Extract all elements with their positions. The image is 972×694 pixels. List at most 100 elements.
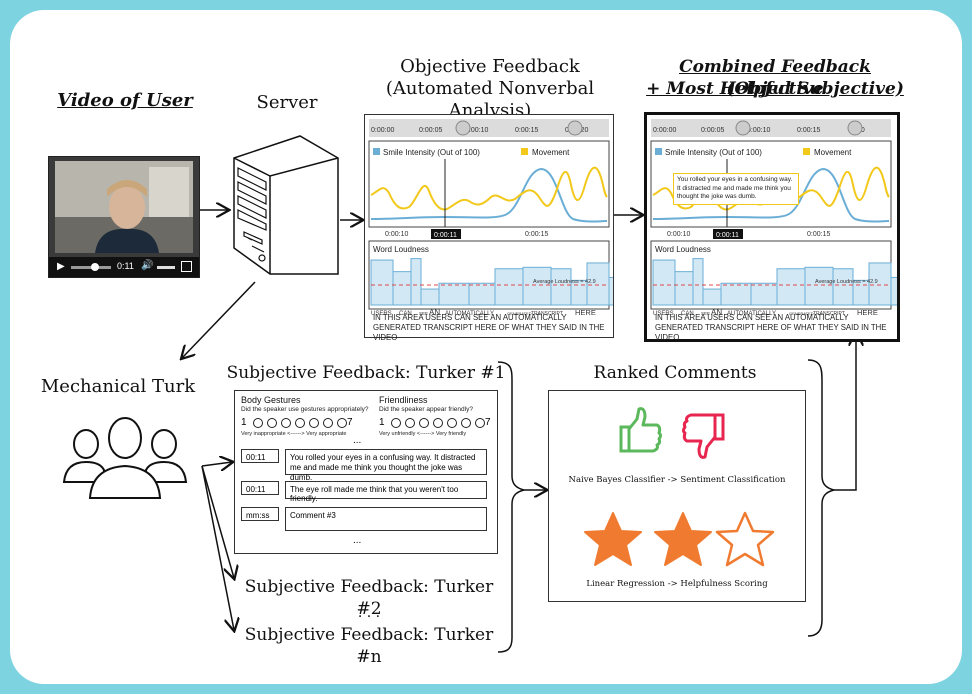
svg-text:GENERATED: GENERATED — [789, 311, 814, 316]
arrows-layer — [10, 10, 962, 653]
timeline-marker — [455, 120, 471, 136]
comment-text[interactable]: The eye roll made me think that you were… — [285, 481, 487, 503]
svg-text:AN: AN — [429, 308, 440, 317]
average-loudness: Average Loudness = 42.9 — [815, 279, 878, 285]
loudness-bar — [804, 266, 834, 306]
survey-scale2-min: 1 — [379, 417, 385, 428]
transcript-row: USERS CAN SEE AN AUTOMATICALLY GENERATED… — [653, 308, 878, 317]
tick-label: 0:00:15 — [797, 127, 820, 134]
radio-option[interactable] — [309, 418, 319, 428]
xaxis-current: 0:00:11 — [716, 232, 739, 239]
loudness-bar — [652, 259, 676, 306]
volume-icon[interactable]: 🔊 — [141, 260, 154, 271]
average-loudness: Average Loudness = 42.9 — [533, 279, 596, 285]
survey-panel: Body Gestures Did the speaker use gestur… — [234, 390, 498, 554]
radio-option[interactable] — [281, 418, 291, 428]
xaxis-current: 0:00:11 — [434, 232, 457, 239]
survey-scale1[interactable] — [253, 418, 347, 428]
heading-ranked-comments: Ranked Comments — [593, 363, 757, 383]
seek-handle[interactable] — [91, 263, 99, 271]
svg-text:CAN: CAN — [399, 311, 412, 317]
video-time: 0:11 — [117, 261, 134, 271]
turker-ellipsis: . . . — [357, 605, 381, 621]
tick-label: 0:00:15 — [515, 127, 538, 134]
survey-scale2-labels: Very unfriendly <------> Very friendly — [379, 431, 467, 437]
svg-text:SEE: SEE — [701, 311, 710, 316]
radio-option[interactable] — [337, 418, 347, 428]
svg-text:GENERATED: GENERATED — [507, 311, 532, 316]
helpfulness-label: Linear Regression -> Helpfulness Scoring — [586, 579, 768, 589]
video-frame-image — [49, 161, 199, 277]
radio-option[interactable] — [433, 418, 443, 428]
comment-time[interactable]: mm:ss — [241, 507, 279, 521]
loudness-bar — [550, 268, 572, 306]
radio-option[interactable] — [419, 418, 429, 428]
radio-option[interactable] — [323, 418, 333, 428]
arrow-turk-to-turker2 — [201, 465, 234, 578]
radio-option[interactable] — [267, 418, 277, 428]
radio-option[interactable] — [475, 418, 485, 428]
heading-objective-1: Objective Feedback — [400, 56, 580, 77]
loudness-bar — [832, 268, 854, 306]
svg-text:USERS: USERS — [653, 311, 674, 317]
svg-text:CAN: CAN — [681, 311, 694, 317]
comment-tooltip: You rolled your eyes in a confusing way.… — [673, 173, 799, 205]
video-player[interactable]: ▶ 0:11 🔊 — [48, 156, 200, 278]
fullscreen-icon[interactable] — [181, 261, 192, 272]
loudness-bar — [750, 282, 778, 306]
diagram-frame: Video of User Server Objective Feedback … — [10, 10, 962, 684]
loudness-bar — [438, 282, 470, 306]
xaxis-right: 0:00:15 — [807, 231, 830, 238]
comment-text[interactable]: You rolled your eyes in a confusing way.… — [285, 449, 487, 482]
comment-time[interactable]: 00:11 — [241, 449, 279, 463]
svg-text:HERE: HERE — [857, 308, 878, 317]
loudness-bar — [702, 288, 722, 306]
loudness-bar — [410, 258, 422, 306]
transcript-row: USERS CAN SEE AN AUTOMATICALLY GENERATED… — [371, 308, 596, 317]
loudness-bar — [522, 266, 552, 306]
objective-feedback-panel: 0:00:00 0:00:05 0:00:10 0:00:15 0:00:20 … — [364, 114, 624, 342]
timeline-marker — [847, 120, 863, 136]
survey-ellipsis: ... — [353, 435, 362, 446]
radio-option[interactable] — [295, 418, 305, 428]
arrow-turk-to-turkern — [201, 465, 234, 630]
survey-cat1-question: Did the speaker use gestures appropriate… — [241, 406, 369, 413]
smile-series-line — [652, 167, 890, 223]
word-loudness-label: Word Loudness — [655, 245, 711, 254]
radio-option[interactable] — [391, 418, 401, 428]
transcript-text: IN THIS AREA USERS CAN SEE AN AUTOMATICA… — [373, 313, 605, 342]
xaxis-left: 0:00:10 — [385, 231, 408, 238]
star-empty-icon — [715, 511, 775, 567]
radio-option[interactable] — [405, 418, 415, 428]
legend-smile: Smile Intensity (Out of 100) — [665, 148, 762, 157]
play-icon[interactable]: ▶ — [57, 261, 65, 272]
loudness-bar — [674, 271, 694, 306]
survey-scale1-max: 7 — [347, 417, 353, 428]
tick-label: 0:00:00 — [653, 127, 676, 134]
transcript-text: IN THIS AREA USERS CAN SEE AN AUTOMATICA… — [655, 313, 887, 342]
svg-text:USERS: USERS — [371, 311, 392, 317]
radio-option[interactable] — [447, 418, 457, 428]
tick-label: 0:00:05 — [419, 127, 442, 134]
loudness-bar — [608, 276, 624, 306]
people-icon — [62, 417, 188, 499]
loudness-bar — [420, 288, 440, 306]
heading-turker-n: Subjective Feedback: Turker #n — [244, 625, 494, 667]
loudness-bar — [370, 259, 394, 306]
survey-cat2-question: Did the speaker appear friendly? — [379, 406, 473, 413]
heading-server: Server — [256, 92, 318, 113]
radio-option[interactable] — [253, 418, 263, 428]
comment-text[interactable]: Comment #3 — [285, 507, 487, 531]
loudness-bar — [890, 276, 906, 306]
radio-option[interactable] — [461, 418, 471, 428]
survey-ellipsis-bottom: ... — [353, 535, 362, 546]
combined-feedback-panel: 0:00:00 0:00:05 0:00:10 0:00:15 :20 Smil… — [644, 112, 906, 342]
comment-time[interactable]: 00:11 — [241, 481, 279, 495]
survey-scale2[interactable] — [391, 418, 485, 428]
survey-scale2-max: 7 — [485, 417, 491, 428]
loudness-bar — [692, 258, 704, 306]
loudness-bar — [392, 271, 412, 306]
survey-cat2-title: Friendliness — [379, 395, 428, 405]
heading-combined-1: Combined Feedback (Objective — [679, 57, 871, 99]
volume-slider[interactable] — [157, 266, 175, 269]
